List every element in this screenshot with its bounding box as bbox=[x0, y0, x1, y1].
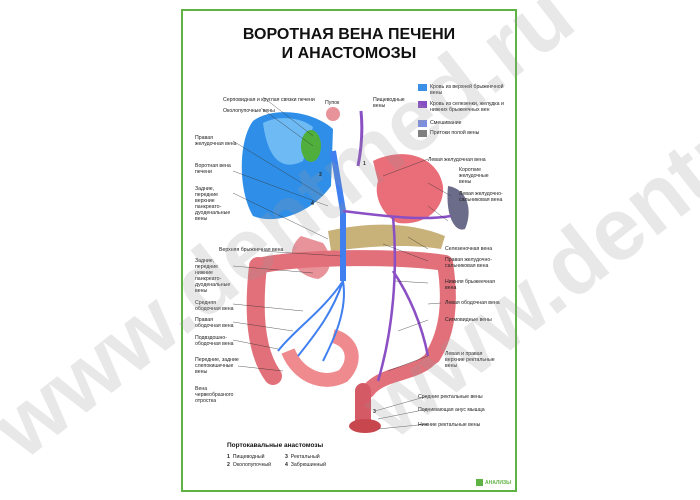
marker-4: 4 bbox=[311, 201, 314, 207]
poster-title: ВОРОТНАЯ ВЕНА ПЕЧЕНИ И АНАСТОМОЗЫ bbox=[183, 25, 515, 63]
legend-item: Кровь из селезенки, желудка и нижних бры… bbox=[418, 101, 512, 113]
poster: ВОРОТНАЯ ВЕНА ПЕЧЕНИ И АНАСТОМОЗЫ bbox=[181, 9, 517, 492]
anastomosis-number: 1 bbox=[227, 454, 230, 460]
sigmoid-colon bbox=[361, 349, 440, 398]
label-left-colic-vein: Левая ободочная вена bbox=[445, 300, 500, 306]
legend-item: Смешивание bbox=[418, 120, 510, 127]
stomach-shape bbox=[373, 154, 444, 224]
legend-swatch-icon bbox=[418, 101, 427, 108]
inferior-mesenteric-branches bbox=[342, 209, 452, 382]
legend-label: Кровь из селезенки, желудка и нижних бры… bbox=[430, 101, 504, 113]
anal-region bbox=[349, 419, 381, 433]
label-middle-rectal-veins: Средние ректальные вены bbox=[418, 394, 483, 400]
ascending-colon bbox=[246, 257, 282, 385]
label-inferior-rectal-veins: Нижние ректальные вены bbox=[418, 422, 481, 428]
label-middle-colic-vein: Средняя ободочная вена bbox=[195, 300, 234, 312]
anastomosis-number: 3 bbox=[285, 454, 288, 460]
anastomosis-name: Пищеводный bbox=[232, 454, 265, 460]
logo-text: АНАЛИЗЫ bbox=[484, 479, 511, 486]
label-inferior-mesenteric-vein: Нижняя брыжеечная вена bbox=[445, 279, 495, 291]
label-left-gastric-vein: Левая желудочная вена bbox=[428, 157, 486, 163]
spleen-shape bbox=[447, 186, 469, 230]
umbilicus-shape bbox=[326, 107, 340, 121]
anastomosis-item: 2 Околопупочный bbox=[227, 462, 271, 468]
legend-swatch-icon bbox=[418, 120, 427, 127]
legend-item: Притоки полой вены bbox=[418, 130, 510, 137]
label-short-gastric-veins: Короткие желудочные вены bbox=[459, 167, 489, 185]
logo-mark-icon bbox=[475, 479, 483, 486]
label-inf-pancreaticoduodenal-veins: Задние, передние нижние панкреато-дуоден… bbox=[195, 258, 231, 294]
anastomosis-number: 2 bbox=[227, 462, 230, 468]
legend-swatch-icon bbox=[418, 130, 427, 137]
transverse-colon bbox=[250, 250, 453, 274]
anastomosis-name: Забрюшинный bbox=[290, 462, 326, 468]
marker-3: 3 bbox=[373, 409, 376, 415]
portal-vein-illustration bbox=[232, 96, 469, 433]
label-superior-rectal-veins: Левая и правая верхние ректальные вены bbox=[445, 351, 495, 369]
marker-2: 2 bbox=[319, 172, 322, 178]
label-sup-pancreaticoduodenal-veins: Задние, передние верхние панкреато-дуоде… bbox=[195, 186, 231, 222]
anastomosis-item: 1 Пищеводный bbox=[227, 454, 265, 460]
pancreas-shape bbox=[328, 224, 445, 251]
liver-light bbox=[263, 118, 313, 165]
label-splenic-vein: Селезеночная вена bbox=[445, 246, 493, 252]
anastomosis-name: Околопупочный bbox=[232, 462, 272, 468]
label-cecal-veins: Передние, задние слепокишечные вены bbox=[195, 357, 239, 375]
legend-label: Кровь из верхней брыжеечной вены bbox=[430, 84, 504, 96]
title-line-1: ВОРОТНАЯ ВЕНА ПЕЧЕНИ bbox=[242, 26, 456, 43]
legend-item: Кровь из верхней брыжеечной вены bbox=[418, 84, 510, 96]
marker-1: 1 bbox=[363, 161, 366, 167]
esophageal-veins bbox=[356, 110, 364, 167]
label-umbilicus: Пупок bbox=[325, 100, 340, 106]
label-portal-vein: Воротная вена печени bbox=[195, 163, 231, 175]
label-right-gastroepiploic-vein: Правая желудочно-сальниковая вена bbox=[445, 257, 492, 269]
legend-label: Притоки полой вены bbox=[430, 130, 480, 136]
legend-label: Смешивание bbox=[430, 120, 462, 126]
label-ileocolic-vein: Подвздошно-ободочная вена bbox=[195, 335, 234, 347]
small-intestine bbox=[281, 329, 359, 387]
anastomoses-title: Портокавальные анастомозы bbox=[227, 442, 324, 449]
gallbladder-shape bbox=[301, 130, 321, 162]
label-right-colic-vein: Правая ободочная вена bbox=[195, 317, 234, 329]
label-esophageal-veins: Пищеводные вены bbox=[373, 97, 405, 109]
label-falciform-ligament: Серповидная и круглая связки печени bbox=[223, 97, 315, 103]
descending-colon bbox=[425, 255, 456, 364]
publisher-logo: АНАЛИЗЫ bbox=[475, 479, 511, 486]
label-sigmoid-veins: Сигмовидные вены bbox=[445, 317, 492, 323]
label-paraumbilical-veins: Околопупочные вены bbox=[223, 108, 275, 114]
legend-swatch-icon bbox=[418, 84, 427, 91]
label-left-gastroepiploic-vein: Левая желудочно-сальниковая вена bbox=[459, 191, 503, 203]
label-levator-ani: Поднимающая анус мышца bbox=[418, 407, 485, 413]
anastomosis-name: Ректальный bbox=[290, 454, 320, 460]
label-superior-mesenteric-vein: Верхняя брыжеечная вена bbox=[219, 247, 284, 253]
label-appendicular-vein: Вена червеобразного отростка bbox=[195, 386, 234, 404]
anastomosis-item: 3 Ректальный bbox=[285, 454, 320, 460]
anastomosis-number: 4 bbox=[285, 462, 288, 468]
title-line-2: И АНАСТОМОЗЫ bbox=[281, 45, 417, 62]
label-right-gastric-vein: Правая желудочная вена bbox=[195, 135, 237, 147]
anastomosis-item: 4 Забрюшинный bbox=[285, 462, 326, 468]
leader-lines bbox=[232, 96, 452, 430]
superior-mesenteric-branches bbox=[277, 280, 345, 362]
